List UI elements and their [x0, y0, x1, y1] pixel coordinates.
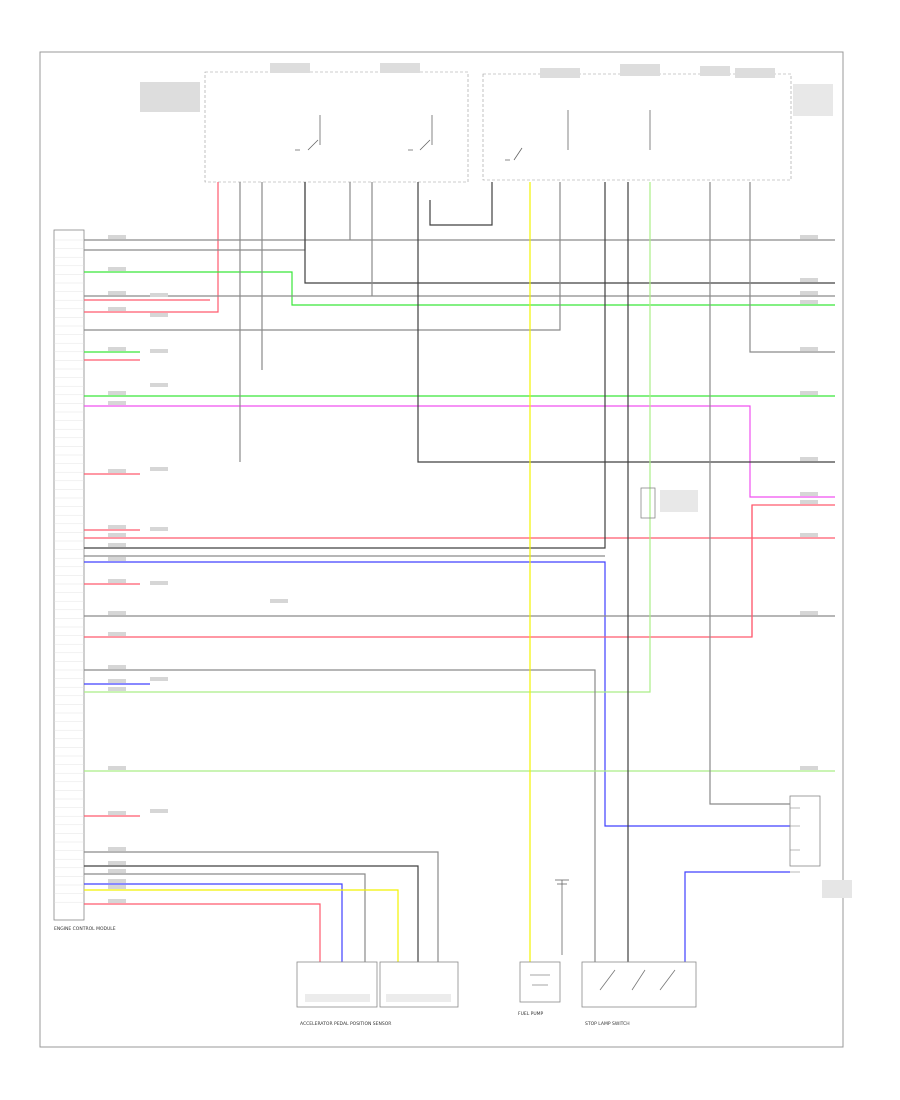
pedal-sensor-box-b	[379, 961, 459, 1008]
relay-box-right	[482, 73, 792, 181]
wire-label-tile	[150, 809, 168, 813]
wire-dark-2	[417, 182, 835, 463]
wire-gray-4	[84, 182, 561, 331]
wire-label-tile	[108, 557, 126, 561]
brake-switch-box	[581, 961, 697, 1008]
wire-label-tile	[108, 899, 126, 903]
brake-switch-symbol	[599, 969, 676, 991]
brake-connector	[789, 795, 821, 867]
wire-gray-12	[749, 182, 835, 353]
fuel-pump-box	[519, 961, 561, 1003]
wire-label-tile	[108, 811, 126, 815]
wire-label-tile	[108, 401, 126, 405]
wire-label-tile	[270, 599, 288, 603]
diagram-frame	[39, 51, 844, 1048]
pedal-sensor-box-a	[296, 961, 378, 1008]
wire-red-top	[84, 182, 219, 313]
wire-label-tile	[108, 687, 126, 691]
wire-red-2	[84, 504, 835, 638]
fuel-pump-label: FUEL PUMP	[518, 1011, 544, 1017]
wire-label-tile	[108, 847, 126, 851]
wire-label-tile	[800, 300, 818, 304]
pedal-sensor-inner-b	[386, 994, 451, 1002]
wire-label-tile	[150, 677, 168, 681]
wire-dark-6	[429, 182, 493, 226]
wire-label-tile	[108, 235, 126, 239]
wire-label-tile	[150, 349, 168, 353]
ecm-pin-stubs	[54, 239, 84, 903]
wire-label-tile	[800, 235, 818, 239]
wire-label-tile	[150, 467, 168, 471]
relay-box-labels	[140, 63, 833, 116]
wire-label-tile	[108, 861, 126, 865]
wire-label-tile	[108, 632, 126, 636]
brake-connector-label	[822, 880, 852, 898]
inline-component-label	[660, 490, 698, 512]
wire-green-4	[84, 182, 651, 693]
ecm-connector-block	[53, 229, 85, 921]
wire-label-tile	[108, 766, 126, 770]
wire-label-tile	[108, 885, 126, 889]
wire-label-tile	[800, 611, 818, 615]
wire-label-tile	[800, 347, 818, 351]
wire-label-tile	[800, 533, 818, 537]
wire-label-tiles	[108, 235, 818, 903]
wire-label-tile	[108, 307, 126, 311]
wire-dark-3	[84, 182, 606, 549]
wire-gray-11	[709, 182, 790, 805]
wire-label-tile	[150, 581, 168, 585]
fuel-pump-symbol	[530, 974, 550, 986]
wire-label-tile	[800, 492, 818, 496]
wire-label-tile	[150, 293, 168, 297]
wire-label-tile	[800, 391, 818, 395]
brake-connector-pins	[790, 807, 800, 873]
wire-red-3	[84, 903, 321, 962]
wire-label-tile	[108, 679, 126, 683]
wire-dark-1	[304, 182, 835, 284]
relay-switch-symbols	[295, 110, 651, 161]
wire-gray-10	[84, 851, 439, 962]
wire-label-tile	[800, 500, 818, 504]
pedal-sensor-label: ACCELERATOR PEDAL POSITION SENSOR	[300, 1021, 391, 1027]
ground-symbol	[555, 879, 569, 955]
wire-yellow-2	[84, 889, 399, 962]
wire-label-tile	[108, 869, 126, 873]
wire-label-tile	[108, 533, 126, 537]
relay-box-left	[204, 71, 469, 183]
wire-label-tile	[108, 525, 126, 529]
wire-label-tile	[108, 291, 126, 295]
wire-label-tile	[108, 391, 126, 395]
wire-dark-5	[84, 865, 419, 962]
wire-label-tile	[800, 291, 818, 295]
wire-label-tile	[800, 457, 818, 461]
wire-label-tile	[108, 267, 126, 271]
wire-label-tile	[108, 879, 126, 883]
wire-label-tile	[800, 278, 818, 282]
wire-label-tile	[108, 665, 126, 669]
wire-label-tile	[150, 383, 168, 387]
wire-blue-3	[84, 883, 343, 962]
wire-label-tile	[800, 766, 818, 770]
wire-green-1	[84, 271, 835, 306]
wire-gray-8	[84, 669, 596, 962]
ecm-label: ENGINE CONTROL MODULE	[54, 926, 116, 932]
wire-magenta	[84, 405, 835, 498]
wire-blue-1	[84, 561, 790, 827]
wire-blue-4	[684, 871, 790, 962]
wire-label-tile	[150, 313, 168, 317]
wire-label-tile	[108, 543, 126, 547]
wire-label-tile	[108, 347, 126, 351]
wire-label-tile	[150, 527, 168, 531]
wire-label-tile	[108, 611, 126, 615]
wire-gray-9	[84, 873, 366, 962]
wire-label-tile	[108, 469, 126, 473]
wire-label-tile	[108, 579, 126, 583]
inline-component	[640, 487, 656, 519]
brake-switch-label: STOP LAMP SWITCH	[585, 1021, 630, 1027]
wire-layer	[84, 182, 835, 962]
pedal-sensor-inner-a	[305, 994, 370, 1002]
